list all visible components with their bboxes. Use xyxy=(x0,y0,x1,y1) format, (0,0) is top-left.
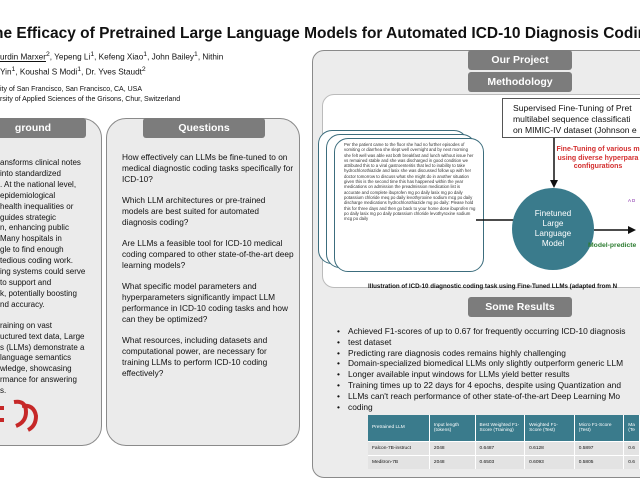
background-text-line: s (LLMs) demonstrate a xyxy=(0,342,85,352)
question-item: What resources, including datasets and c… xyxy=(122,335,268,378)
results-list: Achieved F1-scores of up to 0.67 for fre… xyxy=(334,326,640,412)
background-text-line: nd accuracy. xyxy=(0,299,45,309)
table-cell: 0.5805 xyxy=(574,454,625,469)
background-text-line: Many hospitals in xyxy=(0,234,62,244)
finetuned-llm-circle: Finetuned Large Language Model xyxy=(512,188,594,270)
background-text-line: epidemiological xyxy=(0,190,56,200)
project-heading: Our Project xyxy=(468,50,572,70)
question-item: Are LLMs a feasible tool for ICD-10 medi… xyxy=(122,238,294,270)
figure-caption: Illustration of ICD-10 diagnostic coding… xyxy=(368,283,618,290)
questions-list: How effectively can LLMs be fine-tuned t… xyxy=(122,152,294,389)
background-text-line: raining on vast xyxy=(0,320,53,330)
background-text-line: into standardized xyxy=(0,168,61,178)
background-text-line: language semantics xyxy=(0,353,72,363)
result-item-continuation: coding xyxy=(334,402,640,413)
background-text-line: to support and xyxy=(0,277,52,287)
supervised-finetuning-box: Supervised Fine-Tuning of Pret multilabe… xyxy=(502,98,640,138)
clinical-note-document xyxy=(334,138,484,272)
background-panel xyxy=(0,118,102,446)
questions-panel xyxy=(106,118,300,446)
background-text-line: k, potentially boosting xyxy=(0,288,77,298)
table-row: Falcon-7B-instruct 2048 0.6487 0.6128 0.… xyxy=(368,440,640,455)
down-arrow-icon xyxy=(550,136,558,188)
question-item: What specific model parameters and hyper… xyxy=(122,281,289,324)
background-text-line: s. xyxy=(0,386,7,396)
methodology-heading: Methodology xyxy=(468,72,572,92)
result-item-continuation: test dataset xyxy=(334,337,640,348)
background-text-line: rmance for answering xyxy=(0,375,77,385)
model-predicted-label: Model-predicte xyxy=(588,242,637,249)
predicted-code-snippet: A D xyxy=(628,198,636,203)
university-logo-icon xyxy=(0,399,39,432)
table-cell: 0.6093 xyxy=(524,454,575,469)
background-text-line: tedious coding work. xyxy=(0,256,73,266)
questions-heading: Questions xyxy=(143,118,265,138)
table-cell: Falcon-7B-instruct xyxy=(368,440,430,455)
table-header: Best Weighted F1-Score (Training) xyxy=(475,415,526,441)
table-header-row: Pretrained LLM Input length (tokens) Bes… xyxy=(368,415,640,441)
result-item: LLMs can't reach performance of other st… xyxy=(334,391,640,402)
result-item: Training times up to 22 days for 4 epoch… xyxy=(334,380,640,391)
table-header: Ma (Te xyxy=(623,415,640,441)
table-cell: 2048 xyxy=(429,440,476,455)
background-text-line: gle to find enough xyxy=(0,245,64,255)
result-item: Longer available input windows for LLMs … xyxy=(334,369,640,380)
clinical-note-text: Per the patient came to the floor she ha… xyxy=(344,142,476,222)
question-item: How effectively can LLMs be fine-tuned t… xyxy=(122,152,294,184)
table-header: Micro F1-Score (Test) xyxy=(574,415,625,441)
background-text-line: uctured text data, Large xyxy=(0,331,85,341)
result-item: Domain-specialized biomedical LLMs only … xyxy=(334,358,640,369)
results-heading: Some Results xyxy=(468,297,572,317)
question-item: Which LLM architectures or pre-trained m… xyxy=(122,195,266,227)
table-cell: Meditron-7B xyxy=(368,454,430,469)
table-cell: 0.6 xyxy=(623,454,640,469)
table-cell: 0.6487 xyxy=(475,440,526,455)
results-table: Pretrained LLM Input length (tokens) Bes… xyxy=(368,415,640,469)
background-text-line: ing systems could serve xyxy=(0,267,86,277)
background-text-line: n, enhancing public xyxy=(0,223,69,233)
affiliations: ity of San Francisco, San Francisco, CA,… xyxy=(0,86,181,103)
table-cell: 0.6128 xyxy=(524,440,575,455)
result-item: Predicting rare diagnosis codes remains … xyxy=(334,348,640,359)
result-item: Achieved F1-scores of up to 0.67 for fre… xyxy=(334,326,640,337)
background-text-line: guides strategic xyxy=(0,212,57,222)
poster-title: he Efficacy of Pretrained Large Language… xyxy=(0,25,640,42)
table-cell: 2048 xyxy=(429,454,476,469)
background-text-line: . At the national level, xyxy=(0,179,77,189)
background-text-line: ansforms clinical notes xyxy=(0,158,81,167)
author-list: urdin Marxer2, Yepeng Li1, Kefeng Xiao1,… xyxy=(0,51,224,77)
table-header: Pretrained LLM xyxy=(368,415,430,441)
background-heading: ground xyxy=(0,118,86,138)
background-text-line: health inequalities or xyxy=(0,201,74,211)
table-cell: 0.6503 xyxy=(475,454,526,469)
table-cell: 0.6 xyxy=(623,440,640,455)
table-row: Meditron-7B 2048 0.6503 0.6093 0.5805 0.… xyxy=(368,454,640,469)
right-arrow-icon xyxy=(594,226,636,234)
author-first: urdin Marxer xyxy=(0,52,46,62)
background-text-line: wledge, showcasing xyxy=(0,364,72,374)
finetuning-note: Fine-Tuning of various m using diverse h… xyxy=(556,146,640,171)
table-cell: 0.5897 xyxy=(574,440,625,455)
table-header: Weighted F1-Score (Test) xyxy=(524,415,575,441)
table-header: Input length (tokens) xyxy=(429,415,476,441)
